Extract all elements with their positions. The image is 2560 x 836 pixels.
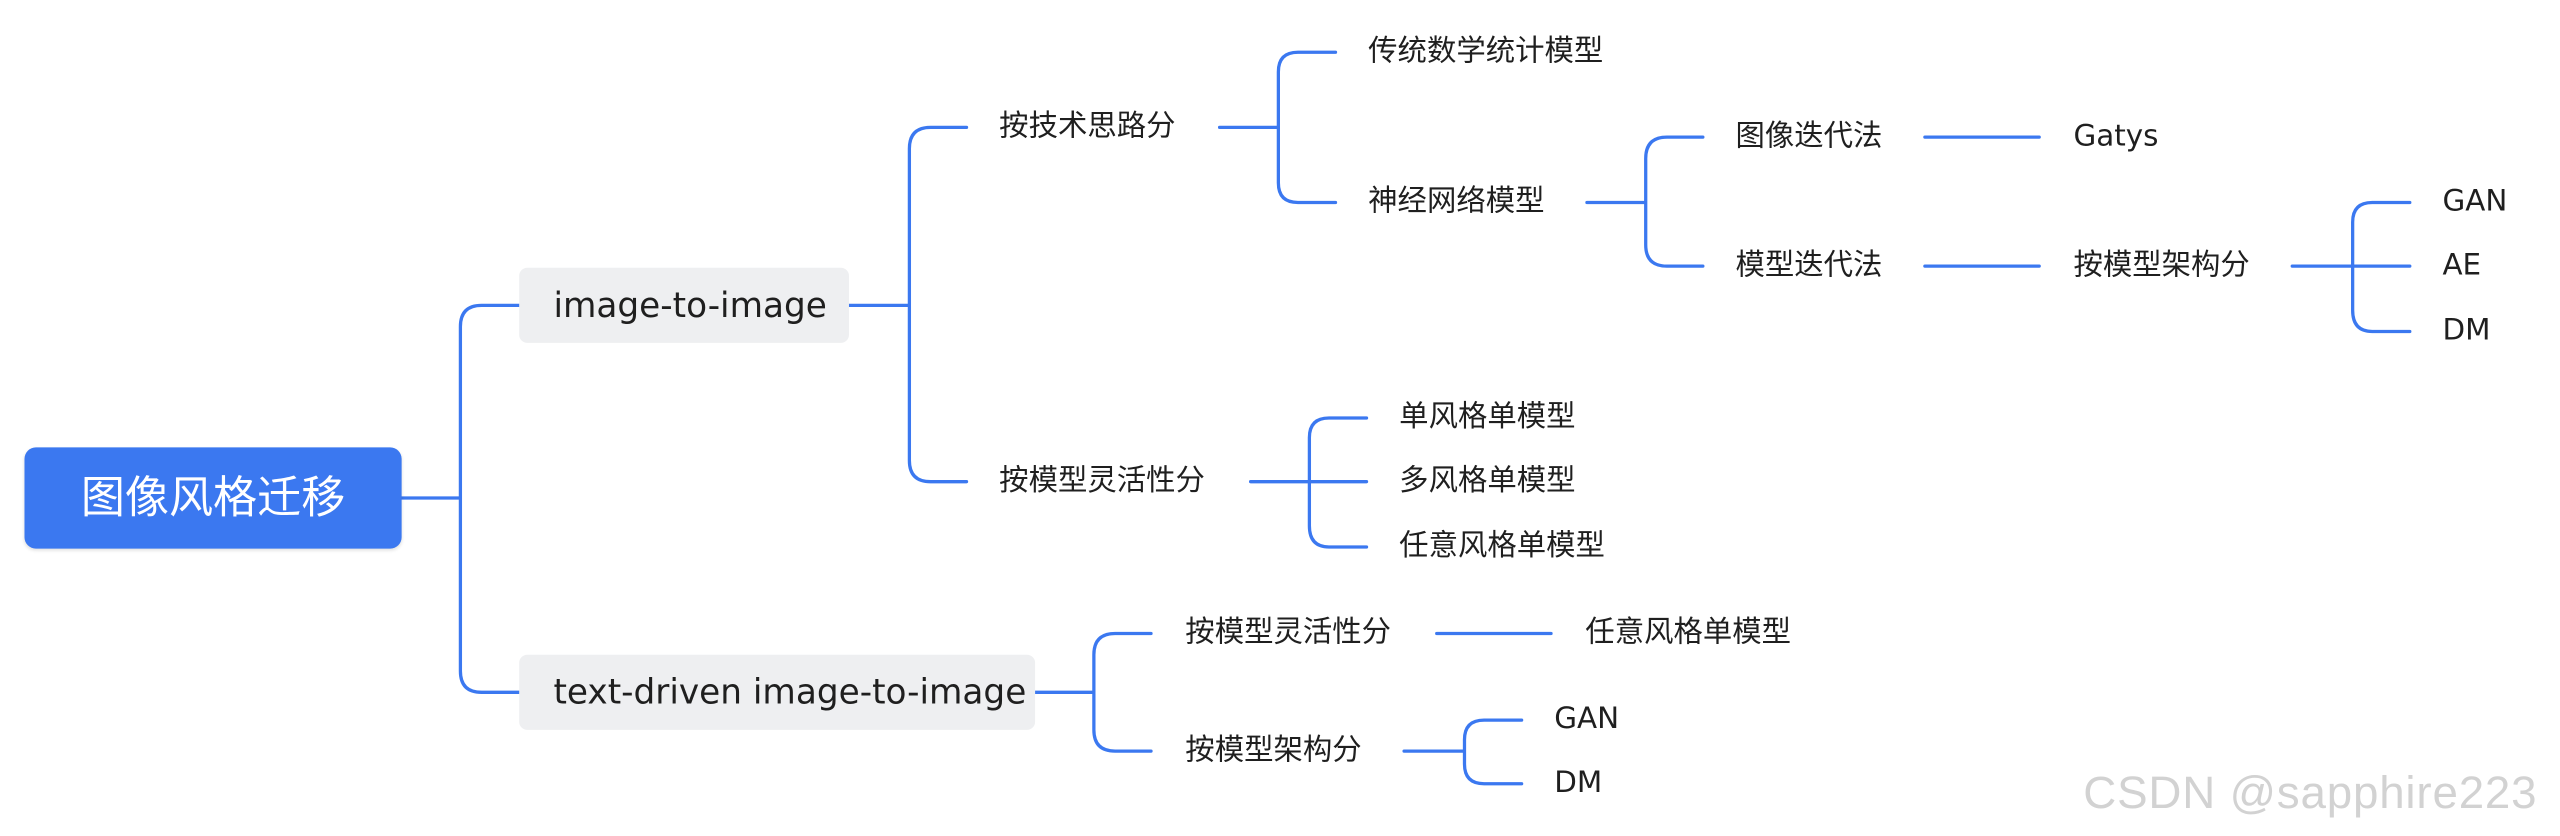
connector-i2i [847,125,969,484]
node-arbitrary-style[interactable]: 任意风格单模型 [1399,529,1605,564]
node-by-flex[interactable]: 按模型灵活性分 [999,463,1205,499]
connector-root [400,303,521,694]
node-gan[interactable]: GAN [2442,184,2508,219]
watermark: CSDN @sapphire223 [2083,767,2538,819]
connector-text [1033,631,1153,753]
node-dm[interactable]: DM [2442,313,2491,348]
node-image-iter[interactable]: 图像迭代法 [1735,119,1883,154]
connector-bytech [1217,50,1338,205]
connector-text-byarch [1402,718,1524,786]
connector-neural [1585,135,1705,268]
node-text-dm[interactable]: DM [1554,765,1603,801]
node-text-by-flex[interactable]: 按模型灵活性分 [1185,615,1392,650]
node-traditional[interactable]: 传统数学统计模型 [1368,34,1604,69]
node-single-style[interactable]: 单风格单模型 [1399,400,1576,435]
node-gatys[interactable]: Gatys [2073,119,2159,154]
node-text-driven[interactable]: text-driven image-to-image [519,654,1036,730]
node-image-to-image[interactable]: image-to-image [519,267,849,343]
node-ae[interactable]: AE [2442,248,2482,283]
node-neural[interactable]: 神经网络模型 [1368,184,1545,219]
connector-byflex [1248,416,1369,549]
node-by-tech[interactable]: 按技术思路分 [999,109,1176,144]
connector-byarch [2290,200,2412,334]
node-text-gan[interactable]: GAN [1554,702,1620,737]
node-model-iter[interactable]: 模型迭代法 [1735,248,1883,283]
node-text-by-arch[interactable]: 按模型架构分 [1185,733,1362,768]
root-node[interactable]: 图像风格迁移 [24,447,402,549]
node-text-arbitrary[interactable]: 任意风格单模型 [1585,615,1792,650]
node-by-arch[interactable]: 按模型架构分 [2073,248,2250,283]
node-multi-style[interactable]: 多风格单模型 [1399,463,1576,499]
